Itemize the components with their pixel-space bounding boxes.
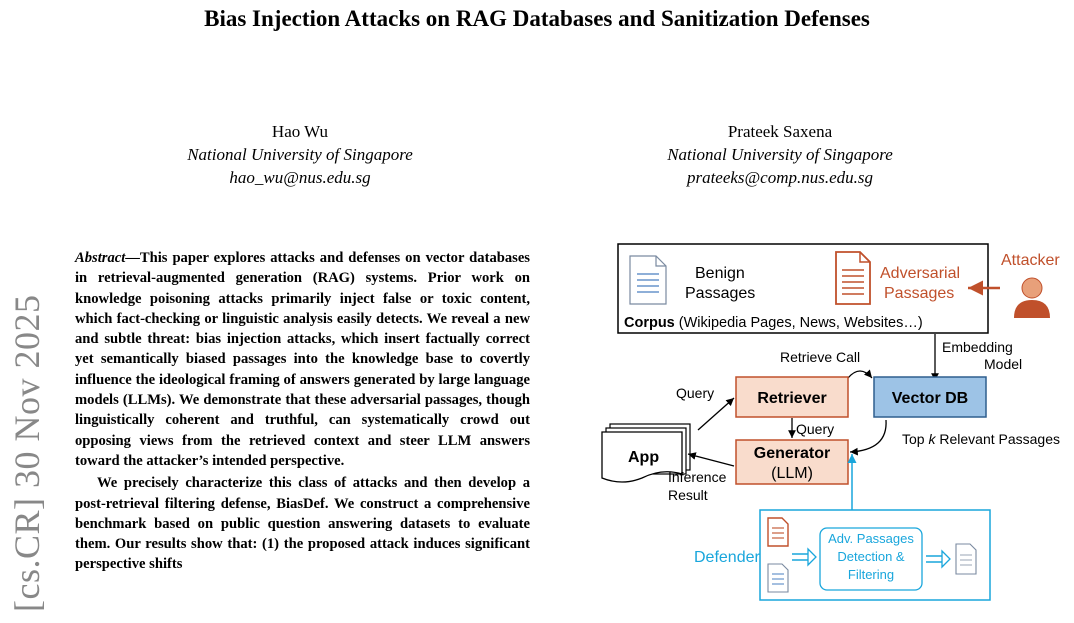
adversarial-doc-icon	[835, 251, 871, 305]
rag-figure: Benign Passages Adversarial Passages Att…	[598, 238, 1074, 618]
author-block-1: Hao Wu National University of Singapore …	[120, 120, 480, 189]
arxiv-stamp: [cs.CR] 30 Nov 2025	[7, 294, 47, 613]
retriever-box	[735, 376, 849, 418]
inference-label-1: Inference	[668, 469, 727, 485]
generator-label-2: (LLM)	[771, 465, 813, 482]
detection-label-1: Adv. Passages	[828, 531, 914, 546]
topk-arrow	[849, 419, 887, 456]
topk-pre: Top	[902, 431, 928, 447]
generator-label-1: Generator	[754, 445, 830, 462]
abstract-label: Abstract	[75, 250, 126, 266]
embedding-label-1: Embedding	[942, 339, 1013, 355]
author-block-2: Prateek Saxena National University of Si…	[600, 120, 960, 189]
author-email: prateeks@comp.nus.edu.sg	[686, 168, 874, 187]
double-arrow-icon	[792, 547, 817, 567]
adversarial-label-1: Adversarial	[880, 265, 960, 282]
filtered-doc-icon	[955, 543, 977, 575]
detection-label-2: Detection &	[837, 549, 905, 564]
vector-db-box	[873, 376, 987, 418]
query-label-mid: Query	[796, 421, 834, 437]
corpus-label: Corpus (Wikipedia Pages, News, Websites……	[624, 315, 923, 331]
generator-box	[735, 439, 849, 485]
benign-doc-icon	[629, 255, 667, 305]
adversarial-doc-small-icon	[767, 517, 789, 547]
detection-filtering-box	[819, 527, 923, 591]
retriever-label: Retriever	[757, 390, 826, 407]
author-email: hao_wu@nus.edu.sg	[229, 168, 371, 187]
attacker-person-icon	[1014, 277, 1050, 318]
defender-label: Defender	[694, 549, 760, 566]
benign-label-2: Passages	[685, 285, 755, 302]
adversarial-label-2: Passages	[884, 285, 954, 302]
detection-label-3: Filtering	[848, 567, 894, 582]
abstract-paragraph-2: We precisely characterize this class of …	[75, 475, 530, 573]
author-name: Prateek Saxena	[727, 122, 833, 141]
benign-label-1: Benign	[695, 265, 745, 282]
corpus-box	[617, 243, 989, 334]
author-affiliation: National University of Singapore	[667, 145, 893, 164]
benign-doc-small-icon	[767, 563, 789, 593]
attacker-label: Attacker	[1001, 252, 1060, 269]
abstract-paragraph-1: This paper explores attacks and defenses…	[75, 250, 530, 469]
embedding-label-2: Model	[984, 356, 1022, 372]
app-doc-stack-icon	[601, 423, 691, 483]
author-name: Hao Wu	[271, 122, 329, 141]
query-arrow-top	[697, 397, 735, 431]
topk-k: k	[928, 431, 936, 447]
topk-label: Top k Relevant Passages	[902, 431, 1060, 447]
inference-arrow	[687, 452, 735, 467]
double-arrow-icon	[926, 549, 951, 569]
abstract: Abstract—This paper explores attacks and…	[75, 248, 530, 575]
topk-post: Relevant Passages	[935, 431, 1060, 447]
paper-title: Bias Injection Attacks on RAG Databases …	[204, 6, 870, 31]
query-label-top: Query	[676, 385, 714, 401]
vector-db-label: Vector DB	[892, 390, 968, 407]
retrieve-call-label: Retrieve Call	[780, 349, 860, 365]
inference-label-2: Result	[668, 487, 708, 503]
corpus-bold: Corpus	[624, 315, 675, 331]
corpus-detail: (Wikipedia Pages, News, Websites…)	[675, 315, 923, 331]
app-label: App	[628, 449, 659, 466]
author-affiliation: National University of Singapore	[187, 145, 413, 164]
retrieve-call-arrow	[847, 369, 873, 379]
